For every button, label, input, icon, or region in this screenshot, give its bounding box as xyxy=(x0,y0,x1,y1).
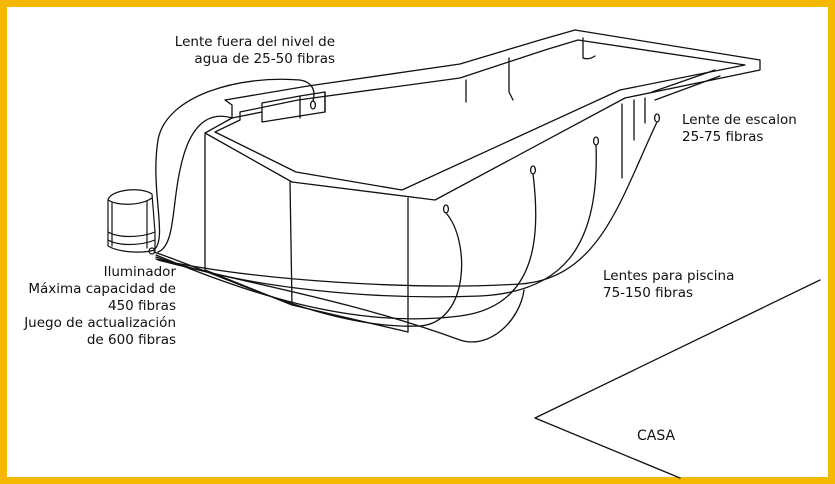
lens-pool-3 xyxy=(592,136,600,146)
lens-step xyxy=(653,113,661,123)
fiber-cable-bottom-2 xyxy=(155,173,537,320)
fiber-cable-upper-2 xyxy=(157,115,233,253)
pool-step xyxy=(651,69,721,101)
illuminator-unit xyxy=(107,189,156,255)
label-step-lens: Lente de escalon 25-75 fibras xyxy=(682,112,797,145)
pool-inner-rim xyxy=(214,39,746,191)
pool-wall-bottom xyxy=(204,269,409,333)
label-illuminator: Iluminador Máxima capacidad de 450 fibra… xyxy=(24,264,176,348)
pool-outer-rim xyxy=(204,29,761,201)
fiber-cable-bottom-1 xyxy=(153,212,463,327)
fiber-cable-upper xyxy=(153,78,315,251)
fiber-cable-bottom-3 xyxy=(155,144,597,298)
lens-pool-2 xyxy=(529,165,537,175)
back-wall-lines xyxy=(465,37,596,103)
raised-spa-box-side xyxy=(299,91,326,119)
lens-pool-1 xyxy=(442,204,450,214)
fiber-cable-bottom-4 xyxy=(155,121,658,287)
lens-out-of-water xyxy=(309,100,317,110)
label-house: CASA xyxy=(637,428,676,444)
label-pool-lenses: Lentes para piscina 75-150 fibras xyxy=(603,268,735,301)
pool-near-wall xyxy=(204,97,646,333)
house-outline xyxy=(534,279,821,479)
fiber-cable-bottom-5 xyxy=(157,259,525,343)
label-out-of-water-lens: Lente fuera del nivel de agua de 25-50 f… xyxy=(174,34,335,67)
